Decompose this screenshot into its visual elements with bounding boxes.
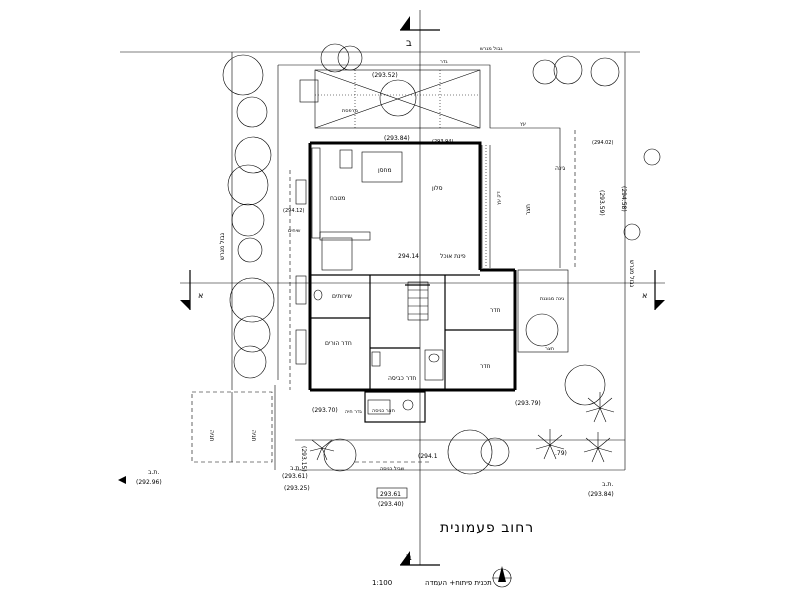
- entry-porch: [364, 391, 426, 423]
- bm-left-label: ת.ב.: [148, 469, 159, 476]
- section-mark-b-top: ב: [406, 38, 412, 49]
- left-window-marks: [289, 170, 307, 390]
- kitchen-counter: [311, 147, 403, 241]
- level-living: (293.84): [384, 135, 410, 142]
- level-front-d: .79): [555, 450, 567, 457]
- section-line-b: ב ב: [400, 10, 440, 566]
- level-gate-below: (293.40): [378, 501, 404, 508]
- lawn-box: [517, 269, 569, 353]
- north-arrow-icon: [492, 566, 512, 588]
- path-front-label: שביל כניסה: [380, 466, 405, 472]
- section-line-a: א א: [180, 270, 665, 310]
- bm-right-label: ת.ב.: [602, 481, 613, 488]
- level-entry: (293.70): [312, 407, 338, 414]
- wc-label: שירותים: [332, 293, 352, 300]
- garden-label: גינה: [555, 165, 566, 172]
- deck-label: דק עץ: [496, 191, 502, 205]
- laundry-label: חדר כביסה: [388, 375, 416, 382]
- section-mark-a-right: א: [642, 291, 647, 300]
- level-bedroom: (293.79): [515, 400, 541, 407]
- drawing-scale: 1:100: [372, 579, 392, 587]
- shrub-label: שיחים: [288, 228, 301, 234]
- pergola: [299, 69, 481, 129]
- salon-label: סלון: [432, 185, 443, 192]
- entry-hall-label: חצר כניסה: [372, 408, 395, 414]
- patio-label: מרפסת: [342, 108, 358, 114]
- boundary-left-label: גבול מגרש: [219, 232, 226, 260]
- level-garden-top: (294.58): [620, 186, 627, 212]
- level-south-left: (293.15): [300, 446, 307, 472]
- kitchen-label: מטבח: [330, 195, 345, 202]
- wood-deck-label: עץ: [520, 121, 526, 127]
- level-small-c: (294.02): [592, 140, 613, 146]
- bath-fixtures: [313, 289, 444, 381]
- boundary-top-label: גבול מגרש: [480, 46, 503, 52]
- benchmark-left: [118, 476, 126, 484]
- level-gate-box: 293.61: [380, 491, 401, 498]
- room1-label: חדר: [490, 307, 501, 314]
- green-lawn-label: גינה מגוננת: [540, 296, 564, 302]
- level-corner-left: (293.25): [284, 485, 310, 492]
- building-walls: [308, 141, 517, 392]
- level-pergola: (293.52): [372, 72, 398, 79]
- gate-level-box: [376, 487, 408, 499]
- storage-label: מחסן: [378, 167, 392, 174]
- front-hedge: [295, 439, 625, 463]
- parking: [191, 391, 273, 463]
- stair: [321, 237, 429, 321]
- fence-top-label: גדר: [440, 59, 448, 65]
- hedge-label: גדר חיה: [345, 409, 362, 415]
- plot-boundary: [120, 51, 640, 471]
- wood-deck: [481, 145, 491, 268]
- trees-left: [222, 43, 363, 379]
- section-mark-b-bottom: ב: [406, 552, 412, 563]
- side-yard-label: חצר: [525, 204, 532, 215]
- level-stair: 294.14: [398, 253, 419, 260]
- level-small-a: (294.12): [283, 208, 304, 214]
- room2-label: חדר: [480, 363, 491, 370]
- parking2-label: חניה: [250, 430, 257, 442]
- street-name: רחוב פעמונית: [440, 520, 534, 536]
- yard-label: חצר: [545, 346, 554, 352]
- palm-trees: [309, 392, 615, 463]
- section-mark-a-left: א: [198, 291, 203, 300]
- bm-mid-label: ת.ב.: [290, 465, 301, 472]
- level-far-left: (292.96): [136, 479, 162, 486]
- boundary-right-label: גבול מגרש: [628, 260, 635, 288]
- level-corner-right: (293.84): [588, 491, 614, 498]
- parents-room-label: חדר הורים: [325, 340, 352, 347]
- dining-label: פינת אוכל: [440, 253, 466, 260]
- level-front-c: (294.1: [418, 453, 438, 460]
- drawing-title: תכנית פיתוח+ העמדה: [425, 579, 492, 587]
- level-small-b: (293.94): [432, 139, 453, 145]
- parking1-label: חניה: [208, 430, 215, 442]
- level-gate-left: (293.61): [282, 473, 308, 480]
- level-garden-right: (293.59): [598, 190, 605, 216]
- shrubs-right: [323, 55, 661, 475]
